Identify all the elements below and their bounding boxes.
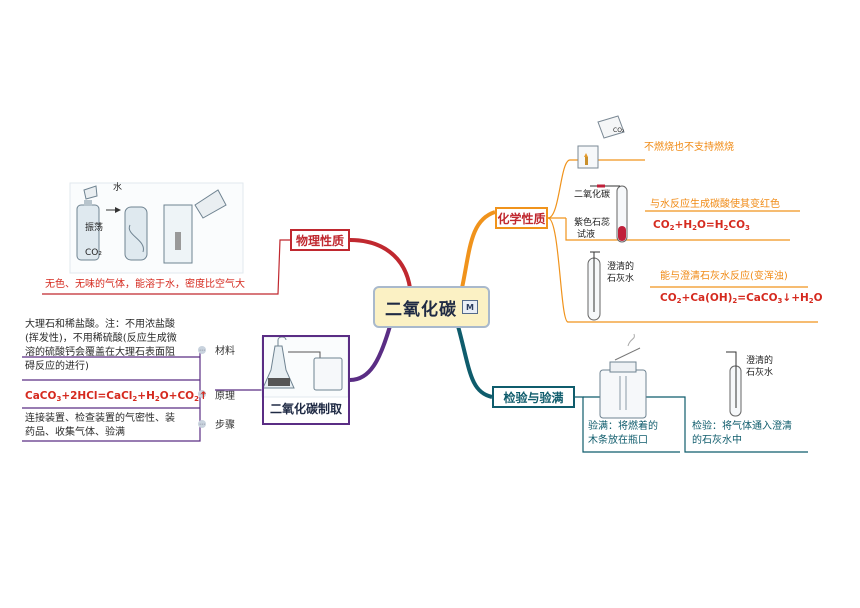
chemical-item2-title: 与水反应生成碳酸使其变红色 xyxy=(650,199,780,210)
connector-prep xyxy=(349,325,392,382)
fig-litmus-label-1: 紫色石蕊 xyxy=(574,218,611,228)
branch-chemical-label: 化学性质 xyxy=(497,211,546,226)
connector-physical xyxy=(349,238,412,289)
branch-physical[interactable]: 物理性质 xyxy=(290,229,350,251)
materials-collapse-icon[interactable]: ⋯ xyxy=(198,346,206,354)
co2-apparatus-figure xyxy=(261,336,349,398)
limewater-tube-figure xyxy=(587,251,601,321)
prep-principle-formula: CaCO3+2HCl=CaCl2+H2O+CO2↑ xyxy=(25,390,208,403)
fig-limewater-label-1: 澄清的 xyxy=(607,262,635,272)
test-full-line1: 验满：将燃着的 xyxy=(588,421,658,432)
fig-candle-co2: CO₂ xyxy=(613,127,625,134)
chemical-item3-title: 能与澄清石灰水反应(变浑浊) xyxy=(660,271,788,282)
branch-test-label: 检验与验满 xyxy=(503,390,564,405)
test-full-line2: 木条放在瓶口 xyxy=(588,435,648,446)
physical-experiment-figure xyxy=(69,182,244,274)
branch-test[interactable]: 检验与验满 xyxy=(492,386,575,408)
central-title: 二氧化碳 xyxy=(385,299,457,320)
prep-steps-text: 连接装置、检查装置的气密性、装 药品、收集气体、验满 xyxy=(25,413,175,438)
prep-materials-text: 大理石和稀盐酸。注：不用浓盐酸 (挥发性)，不用稀硫酸(反应生成微 溶的硫酸钙会… xyxy=(25,319,177,372)
branch-physical-label: 物理性质 xyxy=(295,233,344,248)
fig-limewater-label-2: 石灰水 xyxy=(607,274,635,284)
fig-test-limewater-2: 石灰水 xyxy=(746,368,774,378)
fig-co2-label: CO₂ xyxy=(85,248,102,258)
fig-water-label: 水 xyxy=(113,183,123,193)
fig-test-limewater-1: 澄清的 xyxy=(746,356,774,366)
prep-materials-tag: 材料 xyxy=(215,346,235,357)
branch-chemical[interactable]: 化学性质 xyxy=(495,207,548,229)
mindmap-icon[interactable]: M xyxy=(462,300,478,314)
branch-prep-label: 二氧化碳制取 xyxy=(269,402,342,416)
candle-experiment-figure xyxy=(577,115,625,169)
prep-principle-tag: 原理 xyxy=(215,391,235,402)
test-check-line1: 检验：将气体通入澄清 xyxy=(692,421,792,432)
test-tube-figure xyxy=(726,351,742,417)
fig-litmus-label-2: 试液 xyxy=(577,230,596,240)
chemical-item2-formula: CO2+H2O=H2CO3 xyxy=(653,219,750,232)
fig-shake-label: 振荡 xyxy=(85,223,104,233)
branch-prep[interactable]: 二氧化碳制取 xyxy=(262,335,350,425)
prep-steps-tag: 步骤 xyxy=(215,420,235,431)
chemical-item1: 不燃烧也不支持燃烧 xyxy=(644,142,734,153)
gas-bottle-figure xyxy=(599,333,647,419)
fig-tube-co2-label: 二氧化碳 xyxy=(574,190,611,200)
physical-desc: 无色、无味的气体，能溶于水，密度比空气大 xyxy=(45,279,245,290)
steps-collapse-icon[interactable]: ⋯ xyxy=(198,420,206,428)
chemical-item3-formula: CO2+Ca(OH)2=CaCO3↓+H2O xyxy=(660,292,823,305)
principle-collapse-icon[interactable]: ⋯ xyxy=(198,390,206,398)
connector-test xyxy=(456,325,493,399)
connector-chemical xyxy=(460,210,496,289)
test-check-line2: 的石灰水中 xyxy=(692,435,742,446)
litmus-tube-figure xyxy=(590,184,628,243)
central-node[interactable]: 二氧化碳 M xyxy=(373,286,490,328)
